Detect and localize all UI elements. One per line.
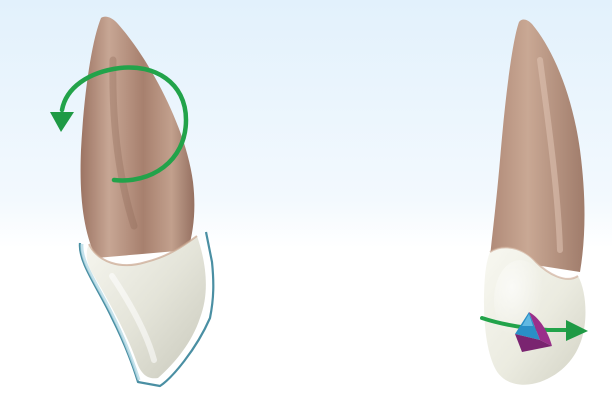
illustration-canvas [0, 0, 612, 400]
tooth-illustration [0, 0, 612, 400]
